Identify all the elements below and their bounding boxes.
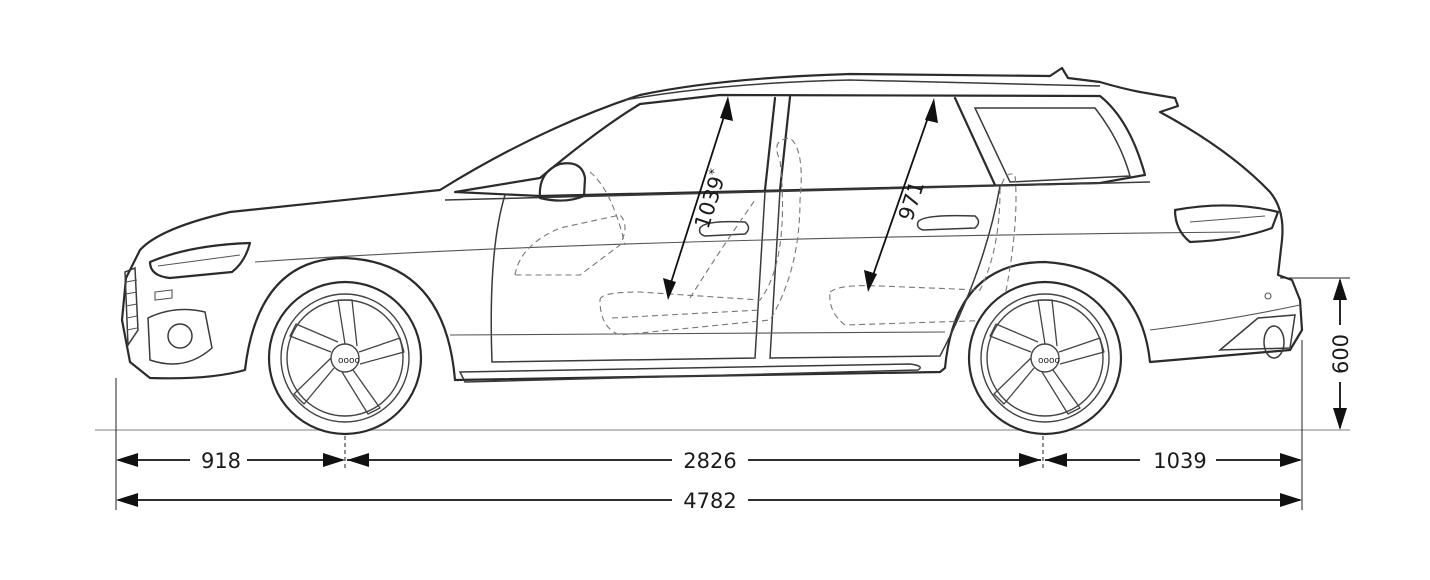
c-pillar [953, 96, 997, 187]
rear-wheel-logo: oooo [1038, 356, 1061, 366]
rear-overhang-dimension: 1039 [1045, 449, 1302, 473]
rear-height-dimension: 600 [1329, 278, 1353, 430]
side-skirt [458, 363, 921, 383]
belt-line [444, 181, 1151, 201]
rear-diffuser [1217, 314, 1296, 351]
steering-wheel [589, 171, 626, 246]
wheelbase-label: 2826 [683, 449, 736, 473]
front-door-outline [490, 191, 766, 363]
rear-headroom-label: 971 [894, 178, 929, 224]
tail-light-inner [1189, 215, 1266, 223]
front-overhang-dimension: 918 [116, 449, 345, 473]
rear-quarter-window [973, 107, 1131, 183]
body-outline [120, 66, 1304, 382]
front-wheel: oooo [267, 280, 423, 436]
rear-door-handle [916, 214, 980, 231]
front-badge [154, 289, 173, 301]
grille-mesh [125, 279, 138, 331]
front-overhang-label: 918 [201, 449, 241, 473]
tail-light [1173, 204, 1280, 244]
rear-seat-outline [829, 173, 1017, 326]
front-grille [124, 266, 139, 348]
headlight-inner [157, 254, 241, 267]
rear-bumper-line [1149, 304, 1301, 331]
overall-length-dimension: 4782 [116, 489, 1302, 513]
rear-overhang-label: 1039 [1153, 449, 1206, 473]
rear-door-outline [769, 185, 1001, 359]
headlight [148, 241, 252, 280]
interior-seats [514, 137, 1017, 336]
dashboard-outline [514, 214, 626, 276]
rear-height-label: 600 [1329, 334, 1353, 374]
front-wheel-spokes [289, 299, 405, 415]
front-seat-back [689, 199, 756, 299]
front-door-handle [698, 220, 750, 237]
roof-rail [624, 79, 1101, 101]
lower-body-line [449, 331, 946, 336]
fog-light [167, 323, 193, 349]
front-seat-outline [599, 137, 802, 336]
window-outline [453, 93, 1147, 198]
car-body [120, 66, 1304, 383]
side-mirror [538, 162, 587, 202]
front-air-intake [147, 308, 213, 365]
front-headroom-dimension: 1039* [663, 96, 733, 300]
front-wheel-logo: oooo [338, 356, 361, 366]
exhaust-tip [1263, 325, 1285, 359]
rear-wheel-spokes [989, 299, 1105, 415]
b-pillar [763, 96, 777, 192]
rear-wheel: oooo [967, 280, 1123, 436]
overall-length-label: 4782 [683, 489, 736, 513]
rear-sensor [1264, 292, 1272, 300]
front-seat-cushion [611, 309, 761, 319]
shoulder-line [254, 231, 1241, 263]
rear-headroom-dimension: 971 [864, 98, 938, 292]
wheelbase-dimension: 2826 [347, 449, 1041, 473]
